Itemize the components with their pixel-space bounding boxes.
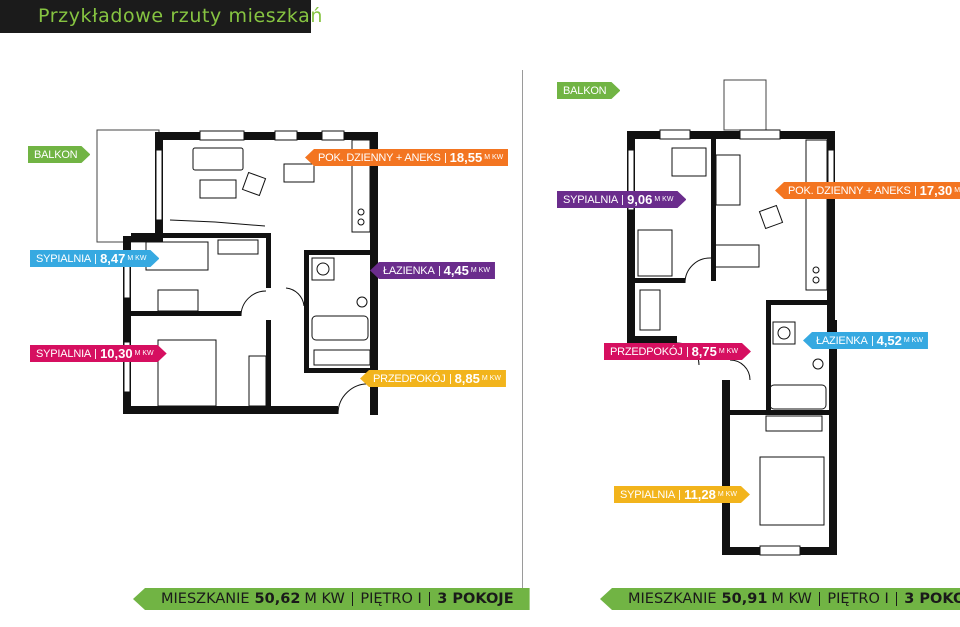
balcony-label-1: BALKON [28, 146, 90, 163]
room-label-bedroom-small-1: SYPIALNIA 8,47 M KW [30, 250, 159, 267]
summary-area: 50,62 [254, 591, 301, 607]
floor-plan-1 [96, 129, 378, 415]
room-area: 8,85 [454, 371, 480, 386]
area-unit: M KW [903, 337, 923, 344]
room-name: POK. DZIENNY + ANEKS [318, 151, 441, 164]
room-label-hall-1: PRZEDPOKÓJ 8,85 M KW [360, 370, 506, 387]
room-area: 9,06 [627, 192, 653, 207]
summary-floor: PIĘTRO I [827, 591, 889, 607]
summary-unit: M KW [771, 591, 812, 607]
area-unit: M KW [654, 196, 674, 203]
header-bar: Przykładowe rzuty mieszkań [0, 0, 322, 33]
room-area: 17,30 [919, 183, 953, 198]
apartment-summary-2: MIESZKANIE 50,91 M KW PIĘTRO I 3 POKOJE [600, 588, 960, 610]
summary-rooms: 3 POKOJE [437, 591, 514, 607]
room-area: 11,28 [684, 487, 716, 502]
room-area: 8,47 [100, 251, 126, 266]
area-unit: M KW [470, 267, 490, 274]
area-unit: M KW [718, 348, 738, 355]
room-name: PRZEDPOKÓJ [373, 372, 446, 385]
room-area: 10,30 [100, 346, 133, 361]
room-name: SYPIALNIA [620, 488, 676, 501]
balcony-label-2: BALKON [557, 82, 620, 99]
balcony-area-1 [96, 129, 160, 243]
room-name: SYPIALNIA [36, 347, 92, 360]
page-title: Przykładowe rzuty mieszkań [38, 5, 324, 27]
apartment-summary-1: MIESZKANIE 50,62 M KW PIĘTRO I 3 POKOJE [133, 588, 530, 610]
summary-floor: PIĘTRO I [360, 591, 422, 607]
room-name: SYPIALNIA [563, 193, 619, 206]
room-label-hall-2: PRZEDPOKÓJ 8,75 M KW [604, 343, 751, 360]
balcony-name: BALKON [34, 148, 78, 161]
room-label-living-1: POK. DZIENNY + ANEKS 18,55 M KW [305, 149, 509, 166]
room-label-bedroom-large-1: SYPIALNIA 10,30 M KW [30, 345, 167, 362]
area-unit: M KW [484, 154, 504, 161]
summary-label: MIESZKANIE [161, 591, 250, 607]
room-label-bedroom-large-2: SYPIALNIA 11,28 M KW [614, 486, 750, 503]
summary-unit: M KW [304, 591, 345, 607]
balcony-name: BALKON [563, 84, 607, 97]
area-unit: M KW [134, 350, 154, 357]
room-area: 4,52 [876, 333, 902, 348]
plans-divider [522, 70, 523, 590]
balcony-area-2 [723, 79, 767, 131]
room-area: 8,75 [691, 344, 717, 359]
room-name: SYPIALNIA [36, 252, 92, 265]
room-name: ŁAZIENKA [383, 264, 435, 277]
room-label-bathroom-2: ŁAZIENKA 4,52 M KW [803, 332, 928, 349]
room-area: 18,55 [449, 150, 483, 165]
area-unit: M KW [717, 491, 737, 498]
room-label-bathroom-1: ŁAZIENKA 4,45 M KW [370, 262, 495, 279]
area-unit: M KW [954, 187, 960, 194]
summary-rooms: 3 POKOJE [904, 591, 960, 607]
area-unit: M KW [481, 375, 501, 382]
room-name: ŁAZIENKA [816, 334, 868, 347]
area-unit: M KW [127, 255, 147, 262]
room-label-bedroom-small-2: SYPIALNIA 9,06 M KW [557, 191, 686, 208]
room-name: POK. DZIENNY + ANEKS [788, 184, 911, 197]
summary-area: 50,91 [721, 591, 768, 607]
summary-label: MIESZKANIE [628, 591, 717, 607]
room-label-living-2: POK. DZIENNY + ANEKS 17,30 M KW [775, 182, 960, 199]
room-area: 4,45 [443, 263, 469, 278]
room-name: PRZEDPOKÓJ [610, 345, 683, 358]
floor-plan-2 [627, 79, 837, 556]
